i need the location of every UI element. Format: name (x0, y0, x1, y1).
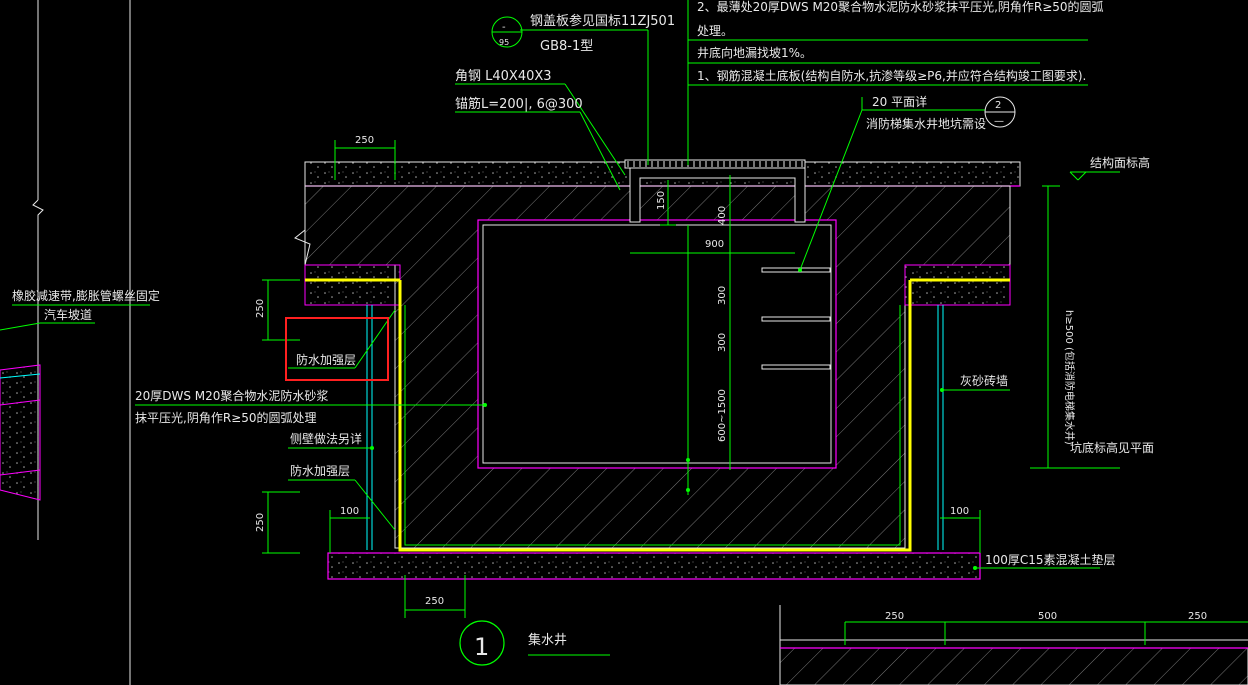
detail-ref-circle-top (491, 16, 523, 48)
detail-ref-top: - (502, 22, 506, 33)
dim-250-bottom: 250 (425, 596, 444, 607)
dim-300-a: 300 (717, 286, 728, 305)
title-circle (459, 620, 505, 666)
pit-bottom-label: 坑底标高见平面 (1070, 440, 1154, 455)
left-side-slab (304, 264, 401, 306)
dim-250-left-upper: 250 (255, 299, 266, 318)
dim-250-left-lower: 250 (255, 513, 266, 532)
ladder-rungs (761, 267, 831, 370)
dim-100-left: 100 (340, 506, 359, 517)
body-break-line (294, 186, 311, 266)
note-line-3: 井底向地漏找坡1%。 (697, 45, 812, 60)
note-line-4: 1、钢筋混凝土底板(结构自防水,抗渗等级≥P6,并应符合结构竣工图要求). (697, 68, 1086, 83)
waterproof-reinforce-label-1[interactable]: 防水加强层 (296, 352, 356, 367)
dim-600: 600~1500 (717, 389, 728, 442)
dim-900: 900 (705, 239, 724, 250)
cushion-layer (327, 552, 981, 580)
dim-500-r: 500 (1038, 611, 1057, 622)
dim-250-r1: 250 (885, 611, 904, 622)
cover-grating-ticks (627, 161, 803, 167)
note-line-2: 处理。 (697, 24, 733, 38)
mortar-label-line2: 抹平压光,阴角作R≥50的圆弧处理 (135, 410, 316, 425)
anchor-label: 锚筋L=200|, 6@300 (455, 96, 583, 112)
adjacent-detail (779, 605, 1248, 685)
ref2-top: 2 (995, 100, 1001, 111)
lime-brick-label: 灰砂砖墙 (960, 373, 1008, 388)
dim-300-b: 300 (717, 333, 728, 352)
car-ramp-fragment (0, 364, 41, 501)
cover-opening (629, 168, 806, 223)
cover-type-label: GB8-1型 (540, 39, 593, 54)
struct-level-label: 结构面标高 (1090, 155, 1150, 170)
rubber-strip-label: 橡胶减速带,膨胀管螺丝固定 (12, 288, 160, 303)
ref2-bottom: — (994, 116, 1004, 127)
ladder-note-1: 20 平面详 (872, 94, 927, 109)
car-ramp-label: 汽车坡道 (44, 307, 92, 322)
detail-ref-circle-2 (984, 96, 1016, 128)
reinforce-line (404, 305, 901, 546)
note-line-1: 2、最薄处20厚DWS M20聚合物水泥防水砂浆抹平压光,阴角作R≥50的圆弧 (697, 0, 1104, 14)
title-number: 1 (474, 633, 489, 661)
steel-cover-plate (624, 159, 806, 169)
dim-150: 150 (656, 191, 667, 210)
pit-inner (482, 224, 832, 464)
dimension-lines (262, 140, 1146, 645)
drawing-title: 集水井 (528, 632, 567, 648)
brick-walls (366, 305, 944, 550)
waterproof-reinforce-label-2: 防水加强层 (290, 463, 350, 478)
dim-400: 400 (717, 206, 728, 225)
dim-250-top: 250 (355, 135, 374, 146)
side-wall-label: 侧壁做法另详 (290, 431, 362, 446)
ladder-note-2: 消防梯集水井地坑需设 (866, 116, 986, 131)
highlight-box[interactable] (285, 317, 389, 381)
h-label: h≥500 (包括消防电梯集水井) (1063, 310, 1076, 445)
cushion-label: 100厚C15素混凝土垫层 (985, 552, 1116, 567)
mortar-label-line1: 20厚DWS M20聚合物水泥防水砂浆 (135, 388, 328, 403)
cover-ref-label: 钢盖板参见国标11ZJ501 (530, 13, 675, 29)
leader-dots (370, 268, 977, 570)
dim-250-r2: 250 (1188, 611, 1207, 622)
right-side-slab (904, 264, 1011, 306)
waterproof-layer (398, 280, 912, 552)
angle-steel-label: 角钢 L40X40X3 (455, 69, 552, 84)
dim-100-right: 100 (950, 506, 969, 517)
detail-ref-bottom: 95 (499, 38, 509, 47)
